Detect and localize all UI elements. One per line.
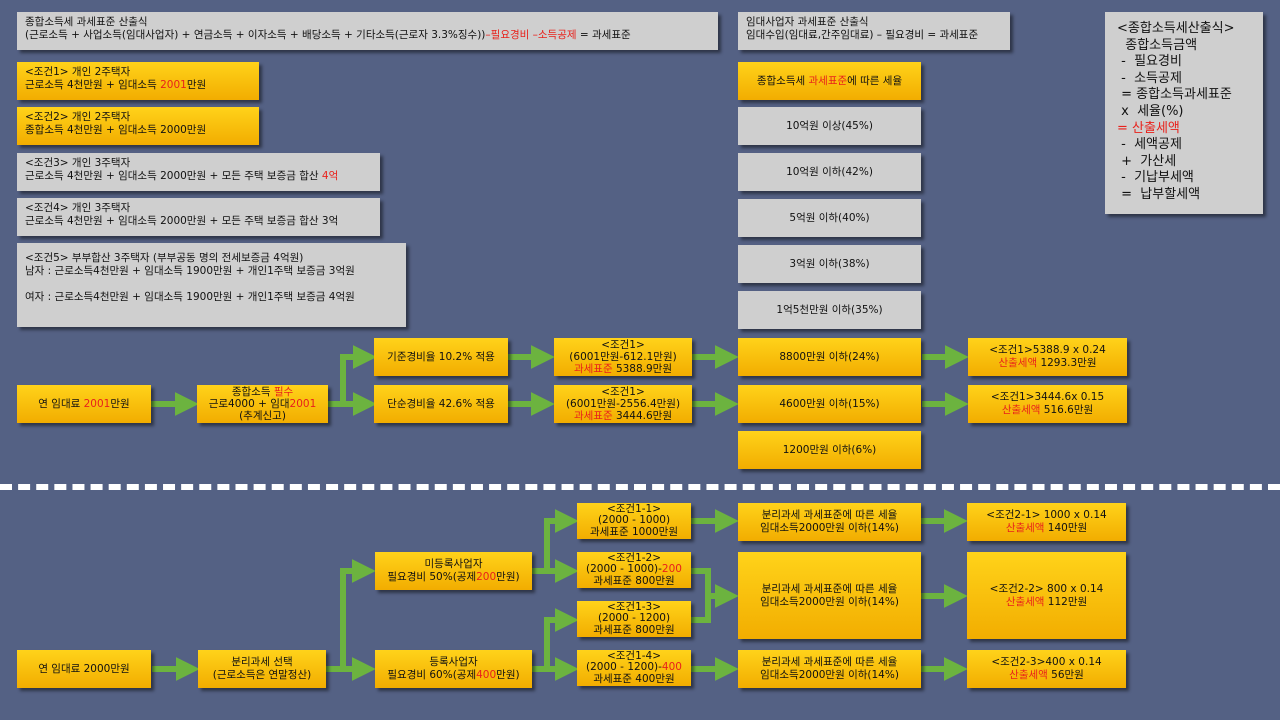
condition-1-4: <조건1-4> (2000 - 1200)-400 과세표준 400만원 xyxy=(577,650,691,686)
condition-2-2-result: <조건2-2> 800 x 0.14 산출세액 112만원 xyxy=(967,552,1126,639)
condition-1-tax-base-basic: <조건1> (6001만원-612.1만원) 과세표준 5388.9만원 xyxy=(554,338,692,376)
annual-rent-2001: 연 임대료 2001만원 xyxy=(17,385,151,423)
condition-1-result-24: <조건1>5388.9 x 0.24 산출세액 1293.3만원 xyxy=(968,338,1127,376)
tax-rate-6: 1200만원 이하(6%) xyxy=(738,431,921,469)
separate-tax-rate-1: 분리과세 과세표준에 따른 세율 임대소득2000만원 이하(14%) xyxy=(738,503,921,541)
condition-1-2: <조건1-2> (2000 - 1000)-200 과세표준 800만원 xyxy=(577,552,691,588)
condition-4: <조건4> 개인 3주택자 근로소득 4천만원 + 임대소득 2000만원 + … xyxy=(17,198,380,236)
basic-expense-rate: 기준경비율 10.2% 적용 xyxy=(374,338,508,376)
arrow xyxy=(328,345,377,407)
arrow xyxy=(326,559,376,672)
separate-tax-rate-2: 분리과세 과세표준에 따른 세율 임대소득2000만원 이하(14%) xyxy=(738,552,921,639)
condition-1-tax-base-simple: <조건1> (6001만원-2556.4만원) 과세표준 3444.6만원 xyxy=(554,385,692,423)
tax-rate-45: 10억원 이상(45%) xyxy=(738,107,921,145)
arrow xyxy=(691,596,711,623)
tax-rate-42: 10억원 이하(42%) xyxy=(738,153,921,191)
condition-2-1-result: <조건2-1> 1000 x 0.14 산출세액 140만원 xyxy=(967,503,1126,541)
condition-1: <조건1> 개인 2주택자 근로소득 4천만원 + 임대소득 2001만원 xyxy=(17,62,259,100)
separate-taxation-choice: 분리과세 선택 (근로소득은 연말정산) xyxy=(198,650,326,688)
tax-rate-title: 종합소득세 과세표준에 따른 세율 xyxy=(738,62,921,100)
rental-tax-base-formula: 임대사업자 과세표준 산출식 임대수입(임대료,간주임대료) – 필요경비 = … xyxy=(738,12,1010,50)
condition-3: <조건3> 개인 3주택자 근로소득 4천만원 + 임대소득 2000만원 + … xyxy=(17,153,380,191)
unregistered-business: 미등록사업자 필요경비 50%(공제200만원) xyxy=(375,552,532,590)
tax-rate-15: 4600만원 이하(15%) xyxy=(738,385,921,423)
tax-rate-35: 1억5천만원 이하(35%) xyxy=(738,291,921,329)
separate-tax-rate-3: 분리과세 과세표준에 따른 세율 임대소득2000만원 이하(14%) xyxy=(738,650,921,688)
arrow xyxy=(532,608,579,672)
simple-expense-rate: 단순경비율 42.6% 적용 xyxy=(374,385,508,423)
annual-rent-2000: 연 임대료 2000만원 xyxy=(17,650,151,688)
condition-1-3: <조건1-3> (2000 - 1200) 과세표준 800만원 xyxy=(577,601,691,637)
comprehensive-income-required: 종합소득 필수 근로4000 + 임대2001 (추계신고) xyxy=(197,385,328,423)
registered-business: 등록사업자 필요경비 60%(공제400만원) xyxy=(375,650,532,688)
tax-calculation-formula: <종합소득세산출식> 종합소득금액 - 필요경비 - 소득공제 = 종합소득과세… xyxy=(1105,12,1263,214)
condition-1-result-15: <조건1>3444.6x 0.15 산출세액 516.6만원 xyxy=(968,385,1127,423)
section-divider xyxy=(0,484,1280,490)
condition-5: <조건5> 부부합산 3주택자 (부부공동 명의 전세보증금 4억원) 남자 :… xyxy=(17,243,406,327)
tax-rate-24: 8800만원 이하(24%) xyxy=(738,338,921,376)
arrow xyxy=(532,509,579,574)
tax-rate-40: 5억원 이하(40%) xyxy=(738,199,921,237)
tax-rate-38: 3억원 이하(38%) xyxy=(738,245,921,283)
arrow xyxy=(691,568,711,596)
condition-2-3-result: <조건2-3>400 x 0.14 산출세액 56만원 xyxy=(967,650,1126,688)
condition-2: <조건2> 개인 2주택자 종합소득 4천만원 + 임대소득 2000만원 xyxy=(17,107,259,145)
condition-1-1: <조건1-1> (2000 - 1000) 과세표준 1000만원 xyxy=(577,503,691,539)
comprehensive-tax-base-formula: 종합소득세 과세표준 산출식 (근로소득 + 사업소득(임대사업자) + 연금소… xyxy=(17,12,718,50)
